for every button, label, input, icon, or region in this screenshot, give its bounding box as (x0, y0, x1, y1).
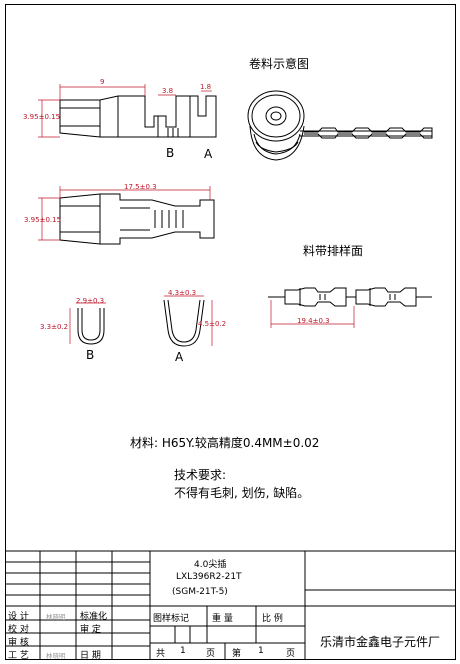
tech-req-body: 不得有毛刺, 划伤, 缺陷。 (174, 486, 310, 500)
audit-label: 审 定 (80, 625, 101, 635)
top-view-dims (38, 84, 212, 138)
tech-req-title: 技术要求: (174, 468, 227, 482)
weight-label: 重 量 (212, 614, 233, 624)
page-word-1: 页 (206, 649, 216, 659)
part-code: LXL396R2-21T (176, 572, 242, 582)
reel-illustration (247, 90, 433, 161)
roll-diagram-title: 卷料示意图 (249, 57, 310, 71)
page-word-2: 页 (286, 649, 296, 659)
company-name: 乐清市金鑫电子元件厂 (320, 635, 441, 649)
title-block-grid (5, 550, 456, 660)
standardization-label: 标准化 (80, 612, 108, 622)
material-note: 材料: H65Y.较高精度0.4MM±0.02 (130, 436, 320, 450)
part-alt-code: (SGM-21T-5) (172, 587, 228, 597)
view-label-a-top: A (204, 147, 213, 161)
total-label: 共 (156, 649, 166, 659)
dim-top-width-end: 1.8 (200, 83, 212, 91)
dim-strip-pitch: 19.4±0.3 (297, 317, 330, 325)
dim-b-width: 2.9±0.3 (76, 297, 105, 305)
dim-a-width: 4.3±0.3 (168, 289, 197, 297)
view-label-b-top: B (166, 146, 175, 160)
section-b-dims (69, 302, 106, 344)
side-view-outline (59, 193, 215, 245)
dim-side-diameter: 3.95±0.15 (24, 216, 62, 224)
sheet-label: 第 (232, 649, 242, 659)
section-a-dims (164, 295, 213, 346)
dim-top-diameter: 3.95±0.15 (23, 113, 61, 121)
dim-a-height: 4.5±0.2 (198, 320, 227, 328)
sheet-number-value: 1 (258, 646, 264, 656)
row-check-label: 校 对 (8, 625, 29, 635)
dim-top-width-mid: 3.8 (162, 87, 174, 95)
process-signature: 林晓明 (46, 652, 66, 660)
top-view-outline (59, 95, 217, 138)
row-process-label: 工 艺 (8, 651, 29, 661)
drawing-mark-label: 图样标记 (153, 614, 190, 624)
drawing-sheet (5, 4, 456, 660)
section-a-outline (163, 299, 205, 347)
dim-side-length: 17.5±0.3 (124, 183, 157, 191)
section-b-label: B (86, 348, 95, 362)
design-signature: 林晓明 (46, 613, 66, 621)
total-pages-value: 1 (180, 646, 186, 656)
dim-top-length: 9 (100, 78, 105, 86)
section-b-outline (77, 308, 105, 345)
section-a-label: A (175, 350, 184, 364)
dim-b-height: 3.3±0.2 (40, 323, 69, 331)
part-name: 4.0尖插 (194, 560, 227, 570)
side-view-dims (38, 186, 211, 241)
scale-label: 比 例 (262, 614, 283, 624)
strip-layout-title: 料带排样面 (303, 244, 364, 258)
row-design-label: 设 计 (8, 612, 29, 622)
row-review-label: 审 核 (8, 638, 29, 648)
strip-layout (268, 287, 432, 307)
date-label: 日 期 (80, 651, 101, 661)
strip-dims (270, 300, 355, 328)
